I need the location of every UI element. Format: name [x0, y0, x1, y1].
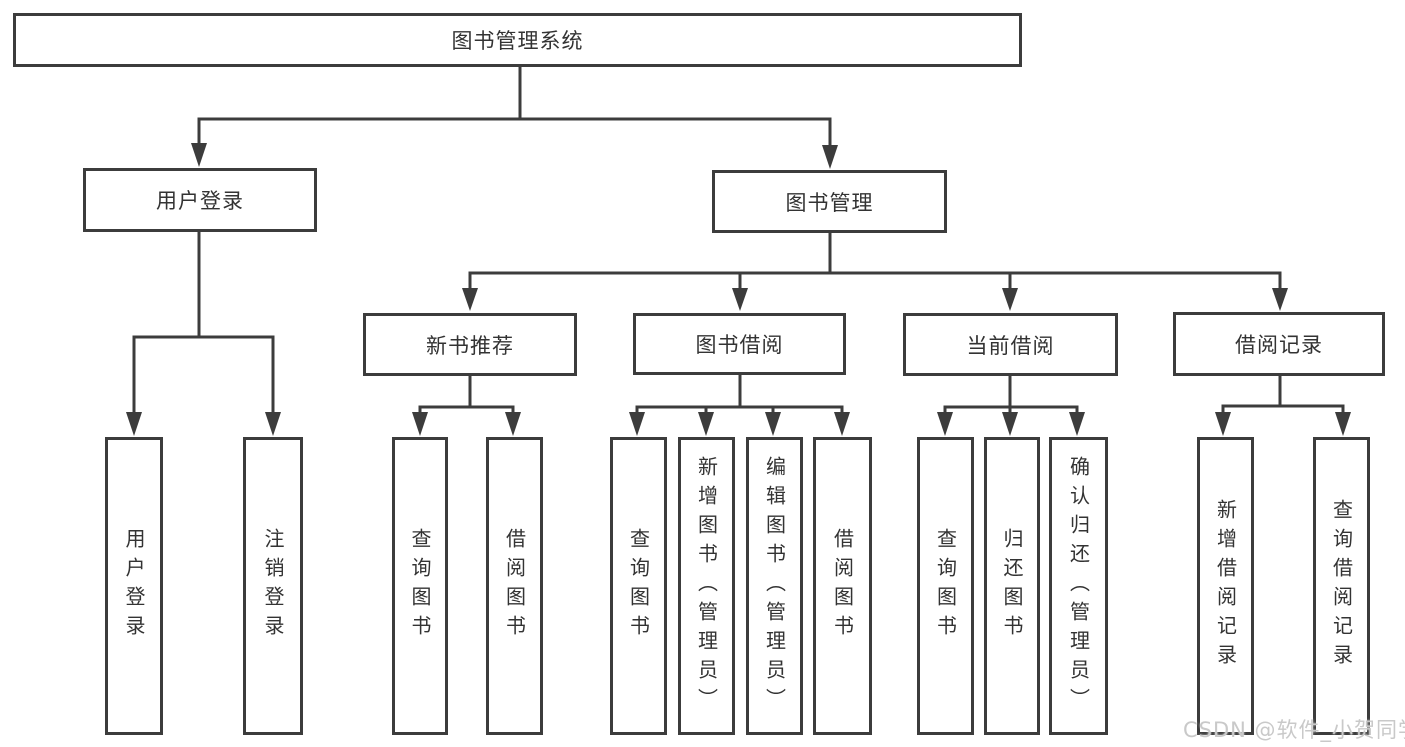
node-root-system: 图书管理系统: [13, 13, 1022, 67]
leaf-add-borrow-record: 新增借阅记录: [1197, 437, 1254, 735]
node-label: 用户登录: [156, 189, 244, 213]
leaf-user-login: 用户登录: [105, 437, 163, 735]
node-label: 查询图书: [933, 528, 958, 644]
node-book-management: 图书管理: [712, 170, 947, 233]
node-label: 新增图书（管理员）: [694, 455, 719, 717]
node-label: 新书推荐: [426, 333, 514, 358]
leaf-confirm-return-admin: 确认归还（管理员）: [1049, 437, 1108, 735]
node-book-borrow: 图书借阅: [633, 313, 846, 375]
node-label: 查询图书: [408, 528, 432, 644]
leaf-query-borrow-record: 查询借阅记录: [1313, 437, 1370, 735]
node-label: 用户登录: [122, 528, 146, 644]
node-user-login: 用户登录: [83, 168, 317, 232]
leaf-add-book-admin: 新增图书（管理员）: [678, 437, 735, 735]
node-label: 编辑图书（管理员）: [762, 455, 787, 717]
node-label: 借阅图书: [502, 528, 527, 644]
leaf-borrow-book: 借阅图书: [813, 437, 872, 735]
node-new-book-recommend: 新书推荐: [363, 313, 577, 376]
leaf-logout: 注销登录: [243, 437, 303, 735]
node-label: 确认归还（管理员）: [1066, 455, 1091, 717]
node-current-borrow: 当前借阅: [903, 313, 1118, 376]
leaf-edit-book-admin: 编辑图书（管理员）: [746, 437, 803, 735]
node-label: 查询图书: [626, 528, 651, 644]
node-label: 查询借阅记录: [1329, 499, 1354, 673]
node-label: 借阅记录: [1235, 333, 1323, 357]
leaf-borrow-query-book: 查询图书: [610, 437, 667, 735]
leaf-recommend-borrow-book: 借阅图书: [486, 437, 543, 735]
node-label: 图书管理系统: [451, 29, 584, 53]
leaf-current-query-book: 查询图书: [917, 437, 974, 735]
node-label: 归还图书: [1000, 528, 1024, 644]
leaf-recommend-query-book: 查询图书: [392, 437, 448, 735]
csdn-watermark: CSDN @软件_小贺同学: [1183, 718, 1405, 742]
node-label: 注销登录: [261, 528, 285, 644]
node-label: 新增借阅记录: [1213, 499, 1238, 673]
node-label: 图书借阅: [695, 333, 784, 357]
node-label: 当前借阅: [966, 333, 1055, 358]
node-label: 借阅图书: [830, 528, 855, 644]
node-borrow-records: 借阅记录: [1173, 312, 1385, 376]
leaf-return-book: 归还图书: [984, 437, 1040, 735]
node-label: 图书管理: [785, 190, 874, 215]
